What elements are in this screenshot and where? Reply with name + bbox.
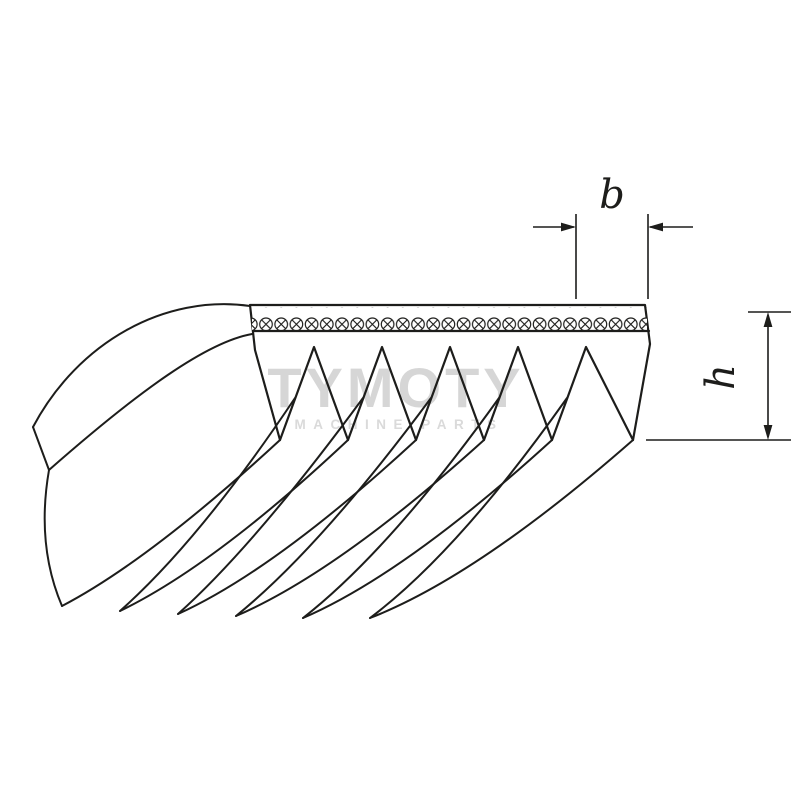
dim-b-label: b <box>599 172 625 218</box>
belt-cross-section-face <box>250 305 650 440</box>
belt-cross-section-outline <box>248 303 652 442</box>
watermark-tagline-text: MACHINE PARTS <box>294 417 503 432</box>
rib-edge-curve-6 <box>369 439 634 619</box>
belt-back-outer-curve <box>32 303 251 428</box>
belt-back-end-cap <box>32 426 50 471</box>
dim-b-arrowhead-right <box>648 222 663 232</box>
rib-edge-curve-5 <box>302 439 553 619</box>
groove-edge-curve-0 <box>43 469 63 607</box>
belt-back-inner-curve <box>48 333 253 471</box>
tension-cord-strip <box>252 307 647 331</box>
dim-h-arrowhead-top <box>763 312 773 327</box>
rib-edge-curve-4 <box>235 439 485 617</box>
rib-edge-curve-2 <box>119 439 349 612</box>
belt-face-fill <box>250 305 650 440</box>
belt-outlines <box>32 303 652 619</box>
dimension-h: h <box>646 311 791 441</box>
rib-edge-curve-1 <box>61 439 281 607</box>
groove-edge-curve-4 <box>302 397 500 619</box>
dim-b-arrowhead-left <box>561 222 576 232</box>
watermark-brand-text: TYMOTY <box>267 356 524 419</box>
groove-edge-curve-3 <box>235 397 432 617</box>
dim-h-label: h <box>698 364 744 390</box>
rib-edge-curve-3 <box>177 439 417 615</box>
dim-h-arrowhead-bottom <box>763 425 773 440</box>
groove-edge-curve-2 <box>177 397 364 615</box>
groove-edge-curve-1 <box>119 397 296 612</box>
dimension-b: b <box>533 172 693 299</box>
groove-edge-curve-5 <box>369 397 568 619</box>
